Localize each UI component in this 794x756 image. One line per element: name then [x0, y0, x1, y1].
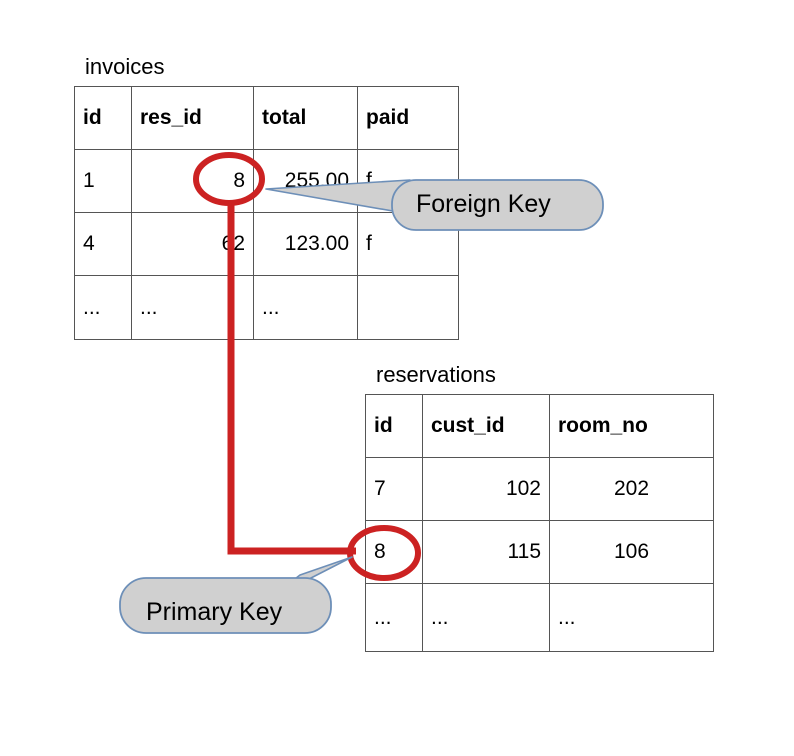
column-header-paid: paid: [357, 86, 459, 150]
column-header-cust-id: cust_id: [422, 394, 550, 458]
cell-reservations-cust-id: 102: [422, 457, 550, 521]
cell-invoices-id: ...: [74, 275, 132, 340]
cell-invoices-paid: f: [357, 212, 459, 276]
foreign-key-callout-label: Foreign Key: [416, 190, 551, 218]
primary-key-callout-tail: [267, 556, 353, 601]
table-header-row: id res_id total paid: [74, 86, 459, 150]
cell-reservations-id: ...: [365, 583, 423, 652]
cell-reservations-cust-id: 115: [422, 520, 550, 584]
cell-reservations-id: 8: [365, 520, 423, 584]
table-row-ellipsis: ... ... ...: [365, 583, 714, 652]
cell-reservations-room-no: ...: [549, 583, 714, 652]
cell-invoices-paid: [357, 275, 459, 340]
table-row-ellipsis: ... ... ...: [74, 275, 459, 340]
column-header-room-no: room_no: [549, 394, 714, 458]
primary-key-callout-label: Primary Key: [146, 598, 283, 626]
cell-invoices-res-id: 62: [131, 212, 254, 276]
invoices-table-title: invoices: [85, 54, 165, 79]
cell-reservations-room-no: 202: [549, 457, 714, 521]
reservations-table: id cust_id room_no 7 102 202 8 115 106 .…: [365, 394, 714, 652]
table-header-row: id cust_id room_no: [365, 394, 714, 458]
reservations-table-title: reservations: [376, 362, 496, 387]
cell-invoices-id: 4: [74, 212, 132, 276]
cell-reservations-id: 7: [365, 457, 423, 521]
cell-invoices-id: 1: [74, 149, 132, 213]
cell-reservations-room-no: 106: [549, 520, 714, 584]
table-row: 7 102 202: [365, 457, 714, 521]
column-header-total: total: [253, 86, 358, 150]
column-header-id: id: [365, 394, 423, 458]
table-row: 1 8 255.00 f: [74, 149, 459, 213]
cell-reservations-cust-id: ...: [422, 583, 550, 652]
invoices-table: id res_id total paid 1 8 255.00 f 4 62 1…: [74, 86, 459, 340]
column-header-id: id: [74, 86, 132, 150]
table-row: 8 115 106: [365, 520, 714, 584]
table-row: 4 62 123.00 f: [74, 212, 459, 276]
cell-invoices-total: ...: [253, 275, 358, 340]
cell-invoices-res-id: 8: [131, 149, 254, 213]
cell-invoices-total: 123.00: [253, 212, 358, 276]
cell-invoices-total: 255.00: [253, 149, 358, 213]
cell-invoices-res-id: ...: [131, 275, 254, 340]
column-header-res-id: res_id: [131, 86, 254, 150]
